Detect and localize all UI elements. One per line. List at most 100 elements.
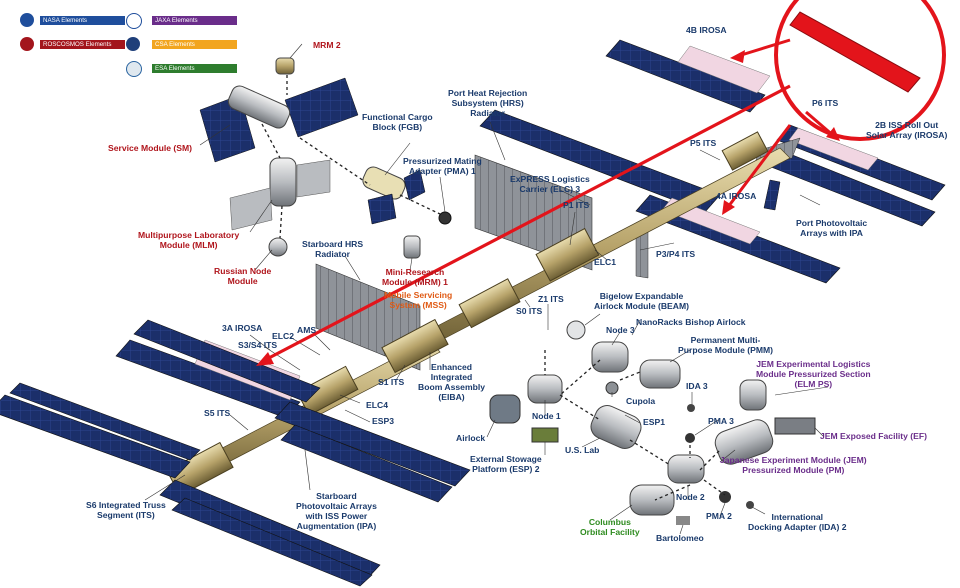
solar-wing-s4-lower [274,401,471,487]
sm-solar-right [284,77,359,138]
label-s3s4: S3/S4 ITS [238,340,278,350]
label-esp1: ESP1 [643,417,665,427]
nasa-logo-icon [20,13,34,27]
pressurized-modules [489,320,816,525]
arrow-head-4b [730,50,745,63]
label-mrm2: MRM 2 [313,40,341,50]
label-p3p4: P3/P4 ITS [656,249,696,259]
solar-wing-s6-upper [0,394,191,479]
label-s1: S1 ITS [378,377,405,387]
s0-segment [458,278,521,329]
label-jem-elm: JEM Experimental Logistics Module Pressu… [756,359,871,389]
label-elc2: ELC2 [272,331,294,341]
nasa-legend-item: NASA Elements [40,16,125,25]
solar-wing-s6-upper-2 [9,382,201,461]
jaxa-legend-item: JAXA Elements [152,16,237,25]
beam-body [566,320,586,340]
label-elc4: ELC4 [366,400,388,410]
s3s4-segment [296,365,359,416]
mlm-solar-right [296,159,331,198]
bartolomeo-body [676,516,690,525]
label-eiba: Enhanced Integrated Boom Assembly (EIBA) [418,362,486,402]
label-s5: S5 ITS [204,408,231,418]
service-module-body [227,85,291,129]
label-beam: Bigelow Expandable Airlock Module (BEAM) [594,291,690,311]
label-cupola: Cupola [626,396,656,406]
label-esp3: ESP3 [372,416,394,426]
p1-segment [535,227,600,282]
label-port-pva: Port Photovoltaic Arrays with IPA [796,218,868,238]
label-jem-pm: Japanese Experiment Module (JEM) Pressur… [720,455,867,475]
label-russian-node: Russian Node Module [214,266,272,286]
label-fgb: Functional Cargo Block (FGB) [362,112,433,132]
russian-segment [199,57,452,259]
solar-wing-2b-irosa [788,127,879,171]
label-mss: Mobile Servicing System (MSS) [384,290,453,310]
label-pmm: Permanent Multi- Purpose Module (PMM) [678,335,774,355]
node1-body [527,374,563,404]
label-elc1: ELC1 [594,257,616,267]
roscosmos-logo-icon [20,37,34,51]
label-pma3: PMA 3 [708,416,734,426]
label-ida3: IDA 3 [686,381,708,391]
label-service-module: Service Module (SM) [108,143,193,153]
pma1-body [438,211,452,225]
label-p1: P1 ITS [563,200,590,210]
label-4a-irosa: 4A IROSA [716,191,757,201]
airlock-body [489,394,521,424]
solar-wing-3a-lower [133,319,321,403]
esp2-body [531,427,559,443]
arrow-to-3a [264,84,791,362]
label-starboard-hrs: Starboard HRS Radiator [302,239,364,259]
label-columbus: Columbus Orbital Facility [580,517,640,537]
esa-logo-icon [126,61,142,77]
pma2-body [719,491,731,503]
label-node3: Node 3 [606,325,635,335]
label-bishop: NanoRacks Bishop Airlock [636,317,746,327]
ida3-body [687,404,695,412]
label-esp2: External Stowage Platform (ESP) 2 [470,454,542,474]
arrow-head-3a [256,352,274,366]
columbus-body [629,484,675,516]
us-lab-body [590,405,642,449]
node3-body [591,341,629,373]
label-2b-irosa: 2B ISS Roll Out Solar Array (IROSA) [866,120,948,140]
mlm-body [269,157,297,207]
highlight-annotation [256,0,946,366]
jem-ef-body [774,417,816,435]
label-z1: Z1 ITS [538,294,564,304]
solar-wing-p6-small [763,179,781,211]
label-pma1: Pressurized Mating Adapter (PMA) 1 [403,156,482,176]
label-3a-irosa: 3A IROSA [222,323,263,333]
s1-segment [381,318,449,374]
label-ida2: International Docking Adapter (IDA) 2 [748,512,847,532]
label-p5: P5 ITS [690,138,717,148]
solar-wing-s4-lower-2 [280,424,453,503]
roscosmos-legend-item: ROSCOSMOS Elements [40,40,125,49]
fgb-solar-left [367,193,397,225]
jem-elm-body [739,379,767,411]
esa-legend-item: ESA Elements [152,64,237,73]
label-ams: AMS [297,325,317,335]
label-starboard-pva: Starboard Photovoltaic Arrays with ISS P… [296,491,377,531]
label-s0: S0 ITS [516,306,543,316]
arrow-head-4a [722,200,735,215]
module-link-line [544,350,726,501]
label-jem-ef: JEM Exposed Facility (EF) [820,431,927,441]
ida2-body [746,501,754,509]
mrm1-body [403,235,421,259]
fgb-solar-right [403,169,426,201]
label-mrm1: Mini-Research Module (MRM) 1 [382,267,448,287]
label-node1: Node 1 [532,411,561,421]
node2-body [667,454,705,484]
jaxa-logo-icon [126,13,142,29]
label-mlm: Multipurpose Laboratory Module (MLM) [138,230,240,250]
label-node2: Node 2 [676,492,705,502]
label-pma2: PMA 2 [706,511,732,521]
agency-legend: NASA Elements ROSCOSMOS Elements JAXA El… [0,0,240,80]
csa-logo-icon [126,37,140,51]
label-elc3: ExPRESS Logistics Carrier (ELC) 3 [510,174,590,194]
starboard-solar-arrays [0,319,471,587]
fgb-body [362,166,406,200]
